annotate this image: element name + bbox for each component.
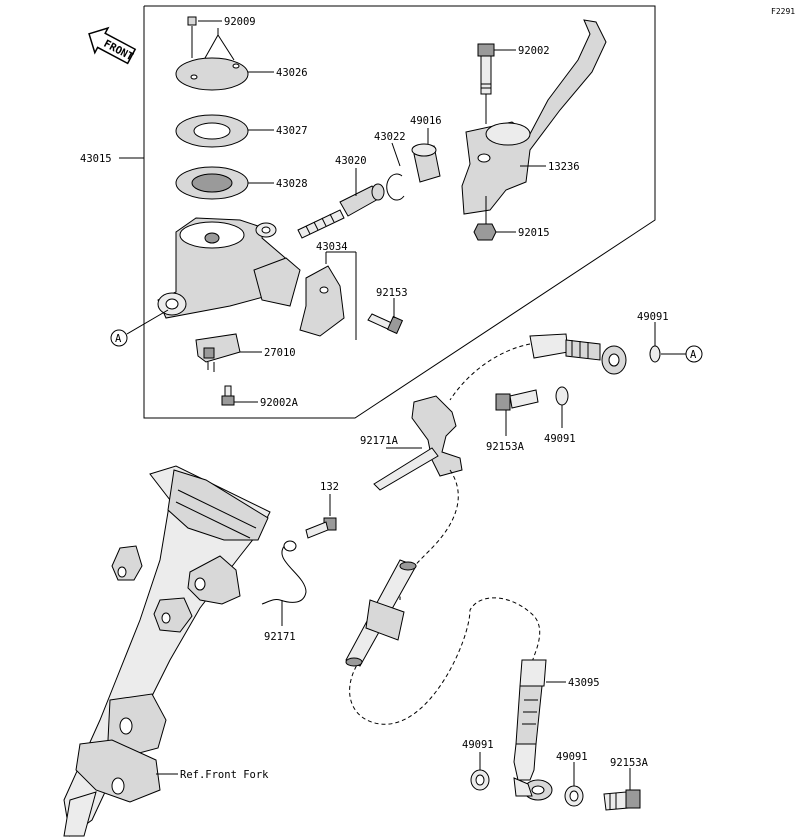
bolt-92153A-bot (603, 789, 641, 811)
label-27010: 27010 (264, 347, 296, 359)
nut-92015 (473, 223, 497, 241)
switch-27010 (195, 333, 241, 372)
bolt-132 (305, 517, 337, 539)
brake-hose-upper-run (399, 343, 531, 601)
label-49016: 49016 (410, 115, 442, 127)
washer-49091-top (649, 345, 661, 363)
label-43028: 43028 (276, 178, 308, 190)
bracket-92171A (373, 395, 463, 491)
assembly-frame (143, 5, 656, 419)
label-49091-top: 49091 (637, 311, 669, 323)
ref-a-left (110, 329, 128, 347)
clip-92171 (261, 540, 307, 605)
hose-grommet (345, 559, 417, 667)
screw-92009 (187, 16, 197, 26)
front-arrow-icon: FRONT (88, 26, 137, 65)
circlip-43022 (386, 173, 405, 201)
label-43027: 43027 (276, 125, 308, 137)
brake-hose-43095 (513, 659, 553, 801)
label-92171: 92171 (264, 631, 296, 643)
label-43034: 43034 (316, 241, 348, 253)
pivot-bolt-92002 (477, 43, 495, 95)
ref-a-right (685, 345, 703, 363)
brake-hose-lower-run (349, 597, 541, 725)
label-92153A-bot: 92153A (610, 757, 649, 769)
hose-fitting-upper (529, 333, 627, 375)
washer-49091-br (564, 785, 584, 807)
ref-a-left-label: A (115, 333, 122, 345)
label-43020: 43020 (335, 155, 367, 167)
label-92002: 92002 (518, 45, 550, 57)
label-132: 132 (320, 481, 339, 493)
cap-43026 (175, 57, 249, 91)
figure-code: F2291 (771, 7, 795, 16)
label-43015: 43015 (80, 153, 112, 165)
label-92153: 92153 (376, 287, 408, 299)
label-92153A-mid: 92153A (486, 441, 525, 453)
diaphragm-43028 (175, 166, 249, 200)
label-13236: 13236 (548, 161, 580, 173)
plate-43027 (175, 114, 249, 148)
front-fork (63, 465, 271, 837)
boot-49016 (411, 143, 441, 183)
label-92171A: 92171A (360, 435, 399, 447)
label-49091-bl: 49091 (462, 739, 494, 751)
label-49091-br: 49091 (556, 751, 588, 763)
label-49091-mid: 49091 (544, 433, 576, 445)
washer-49091-bl (470, 769, 490, 791)
label-43022: 43022 (374, 131, 406, 143)
ref-front-fork-label: Ref.Front Fork (180, 769, 269, 781)
bolt-92153A-mid (495, 389, 539, 411)
label-43095: 43095 (568, 677, 600, 689)
label-92009: 92009 (224, 16, 256, 28)
piston-43020 (297, 183, 385, 239)
ref-a-right-label: A (690, 349, 697, 361)
label-92015: 92015 (518, 227, 550, 239)
label-92002A: 92002A (260, 397, 299, 409)
screw-92002A (221, 385, 235, 406)
washer-49091-mid (555, 386, 569, 406)
label-43026: 43026 (276, 67, 308, 79)
master-cylinder-body (157, 217, 301, 319)
lever-13236 (461, 19, 607, 215)
bolt-92153 (367, 313, 404, 335)
clamp-43034 (299, 265, 345, 337)
